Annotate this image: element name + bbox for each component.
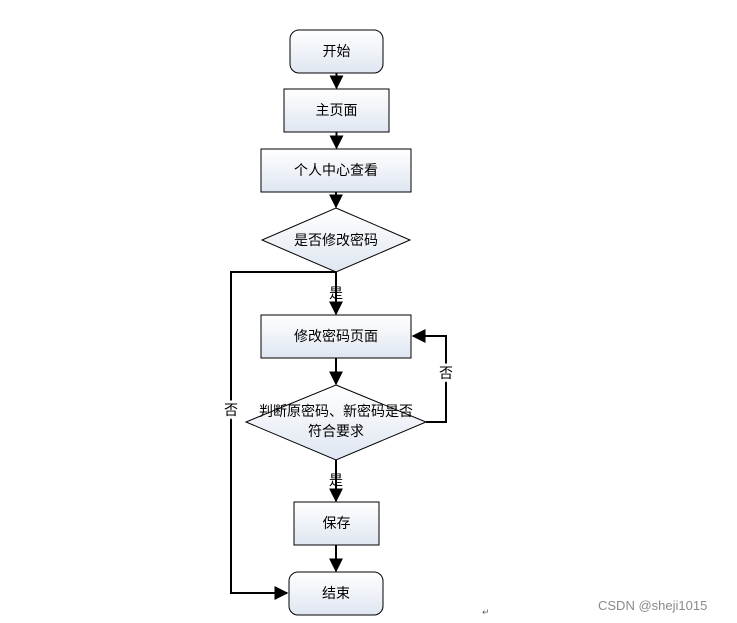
node-change-password-page: 修改密码页面	[260, 314, 412, 359]
node-save: 保存	[293, 501, 380, 546]
edge-check-no-loop-back	[411, 329, 447, 423]
node-start: 开始	[289, 29, 384, 74]
edge-label-no-left: 否	[224, 403, 238, 419]
node-end: 结束	[288, 571, 384, 616]
decision-change-password-label: 是否修改密码	[294, 232, 378, 249]
node-home-label: 主页面	[316, 103, 358, 119]
edge-decision-no-to-end	[230, 271, 336, 600]
node-profile-label: 个人中心查看	[294, 163, 378, 179]
node-profile: 个人中心查看	[260, 148, 412, 193]
edge-label-yes-1: 是	[329, 286, 343, 302]
watermark: CSDN @sheji1015	[598, 598, 708, 613]
edge-label-no-right: 否	[439, 366, 453, 382]
decision-check-password: 判断原密码、新密码是否 符合要求	[244, 384, 428, 461]
edge-label-yes-2: 是	[329, 473, 343, 489]
node-change-password-page-label: 修改密码页面	[294, 328, 378, 345]
decision-check-password-label-line2: 符合要求	[308, 424, 364, 440]
decision-check-password-label-line1: 判断原密码、新密码是否	[259, 403, 413, 420]
node-save-label: 保存	[323, 516, 351, 532]
node-start-label: 开始	[323, 44, 351, 60]
decision-change-password: 是否修改密码	[260, 207, 412, 273]
paragraph-return-mark: ↵	[482, 608, 490, 618]
node-home: 主页面	[283, 88, 390, 133]
node-end-label: 结束	[322, 586, 350, 602]
